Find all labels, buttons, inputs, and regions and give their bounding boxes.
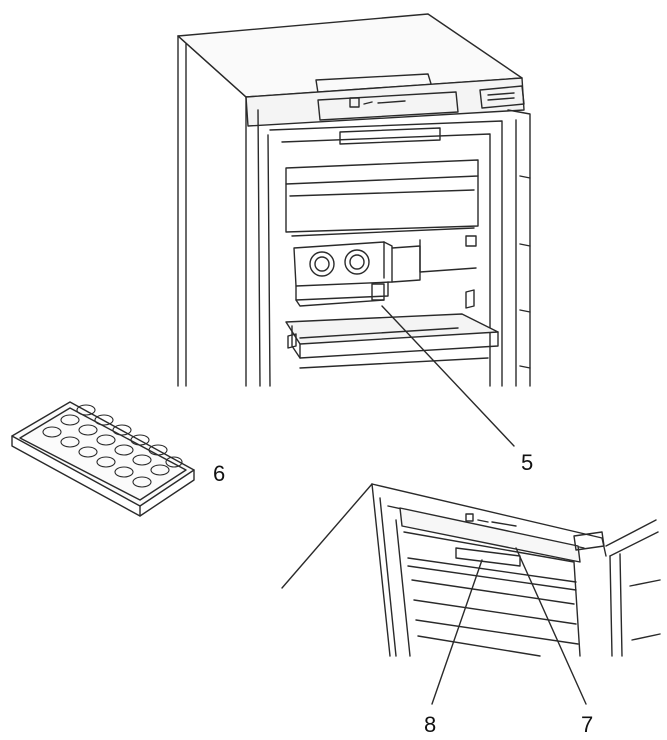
ice-cube-tray <box>11 401 195 517</box>
callout-7: 7 <box>581 712 594 737</box>
fridge-cabinet <box>177 13 531 387</box>
leader-line-8 <box>431 559 483 705</box>
lower-tray <box>285 239 499 369</box>
leader-line-5 <box>381 305 515 447</box>
upper-shelf <box>285 127 479 247</box>
callout-8: 8 <box>424 712 437 737</box>
ice-compartment <box>293 241 421 307</box>
callout-6: 6 <box>213 461 226 486</box>
detail-view <box>281 483 661 705</box>
ice-cube-wells <box>42 404 183 488</box>
leader-line-7 <box>515 547 587 705</box>
callout-5: 5 <box>521 450 534 475</box>
